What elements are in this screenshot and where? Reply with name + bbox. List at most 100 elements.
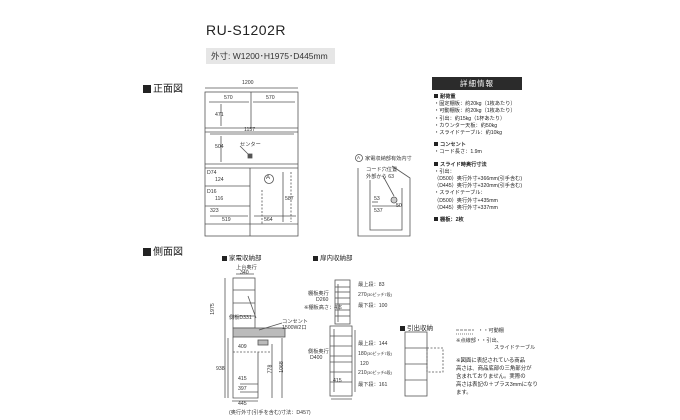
info-group: 棚板：2枚 <box>434 217 554 224</box>
info-line: ・可動棚板：約20kg（1枚あたり） <box>434 108 516 115</box>
legend-slide: スライドテーブル <box>494 345 536 351</box>
dim-116: 116 <box>215 196 224 202</box>
square-bullet-icon <box>222 256 227 261</box>
door-lower-outline <box>329 325 353 397</box>
top-depth-title: 上台奥行 <box>236 265 257 271</box>
drawer-storage-label: 引出収納 <box>407 325 433 332</box>
square-bullet-icon <box>434 94 438 98</box>
dim-564: 564 <box>264 217 273 223</box>
dim-519: 519 <box>222 217 231 223</box>
dim-d74: D74 <box>207 170 217 176</box>
door-storage-label: 扉内収納部 <box>320 255 353 262</box>
outlet-label: コンセント <box>282 319 308 325</box>
top-depth: 340 <box>240 270 249 276</box>
info-group: 耐荷重 ・固定棚板：約20kg（1枚あたり） ・可動棚板：約20kg（1枚あたり… <box>434 94 554 137</box>
info-heading: スライド時奥行寸法 <box>440 161 487 168</box>
info-line: ・カウンター天板：約50kg <box>434 122 498 129</box>
dim-397: 397 <box>238 386 247 392</box>
dim-mid-height: 504 <box>215 144 224 150</box>
square-bullet-icon <box>313 256 318 261</box>
note-line: 高さは表記の＋プラス3mmになり <box>456 382 538 388</box>
dim-top-left: 570 <box>224 95 233 101</box>
dim-587: 587 <box>285 196 294 202</box>
detail-line1: コード穴位置 <box>366 167 398 173</box>
door-pitch3: 210(30ピッチ6段) <box>358 370 392 376</box>
model-title: RU-S1202R <box>206 22 286 38</box>
door-panel-value: D400 <box>310 355 323 361</box>
dim-total-width: 1200 <box>242 80 254 86</box>
door-415: 415 <box>333 378 342 384</box>
door-pitch3-value: 210 <box>358 370 367 376</box>
appliance-label: 家電収納部 <box>229 255 262 262</box>
door-pitch-value: 270 <box>358 292 367 298</box>
info-line: ・引出： <box>434 168 455 175</box>
detail-53: 53 <box>374 196 380 202</box>
panel-depth: 側板D331 <box>229 315 252 321</box>
square-bullet-icon <box>400 326 405 331</box>
side-view-label: 側面図 <box>153 247 183 258</box>
square-bullet-icon <box>434 161 438 166</box>
dim-124: 124 <box>215 177 224 183</box>
drawer-storage-heading: 引出収納 <box>400 322 433 332</box>
dim-778: 778 <box>267 364 274 374</box>
side-view-heading: 側面図 <box>143 243 183 258</box>
detail-marker: A <box>357 155 361 160</box>
marker-a: A <box>266 175 271 181</box>
legend-movable: ・・可動棚 <box>478 328 504 334</box>
note-line: ※図面に表記されている商品 <box>456 358 526 364</box>
info-panel-title: 詳細情報 <box>432 77 522 90</box>
door-pitch: 270(30ピッチ7段) <box>358 292 392 298</box>
square-bullet-icon <box>143 248 151 256</box>
info-line: ・スライドテーブル： <box>434 190 486 197</box>
door-bottom2: 最下段：161 <box>358 382 388 388</box>
dim-top-right: 570 <box>266 95 275 101</box>
info-group: コンセント ・コード長さ：1.9m <box>434 142 554 156</box>
dim-120: 120 <box>360 361 369 367</box>
info-line: （D445）奥行外寸+320mm(引手含む) <box>434 183 523 190</box>
detail-marker-circle <box>355 154 363 162</box>
detail-title: 家電収納部有効内寸 <box>365 156 412 162</box>
movable-note: ※棚板高さ：4本 <box>304 305 343 311</box>
door-pitch-note: (30ピッチ7段) <box>366 292 392 297</box>
detail-50: 50 <box>396 203 402 209</box>
info-line: （D500）奥行外寸+366mm(引手含む) <box>434 176 523 183</box>
info-heading: コンセント <box>440 142 466 149</box>
dim-938: 938 <box>216 366 225 372</box>
shelf-depth-title: 棚板奥行 <box>308 291 329 297</box>
center-label: センター <box>240 142 261 148</box>
door-upper-outline <box>334 279 351 325</box>
info-line: ・コード長さ：1.9m <box>434 149 482 156</box>
legend-dotted: ※点線部・・引出、 <box>456 338 502 344</box>
front-view-heading: 正面図 <box>143 80 183 95</box>
door-top2: 最上段：144 <box>358 341 388 347</box>
info-line: （D445）奥行外寸+337mm <box>434 204 498 211</box>
dim-upper-height: 471 <box>215 112 224 118</box>
door-panel-title: 側板奥行 <box>308 349 329 355</box>
dim-445: 445 <box>238 401 247 407</box>
door-storage-heading: 扉内収納部 <box>313 252 353 262</box>
info-line: ・引出：約15kg（1杯あたり） <box>434 115 506 122</box>
appliance-heading: 家電収納部 <box>222 252 262 262</box>
dim-323: 323 <box>210 208 219 214</box>
info-panel: 耐荷重 ・固定棚板：約20kg（1枚あたり） ・可動棚板：約20kg（1枚あたり… <box>434 94 554 224</box>
info-group: スライド時奥行寸法 ・引出： （D500）奥行外寸+366mm(引手含む) （D… <box>434 161 554 212</box>
info-line: （D500）奥行外寸+435mm <box>434 197 498 204</box>
dimensions-badge: 外寸: W1200･H1975･D445mm <box>206 48 335 64</box>
shelf-depth-value: D260 <box>316 297 329 303</box>
front-view-label: 正面図 <box>153 84 183 95</box>
note-line: ます。 <box>456 390 472 396</box>
info-line: ・固定棚板：約20kg（1枚あたり） <box>434 101 516 108</box>
door-pitch3-note: (30ピッチ6段) <box>366 370 392 375</box>
note-line: 高さは、商品底部の三角部分が <box>456 366 532 372</box>
note-line: 含まれておりません。実際の <box>456 374 526 380</box>
door-bottom: 最下段：100 <box>358 303 388 309</box>
door-top: 最上段：83 <box>358 282 385 288</box>
door-pitch2-value: 180 <box>358 351 367 357</box>
outlet-spec: 1500W2口 <box>282 325 307 331</box>
dim-counter-width: 1157 <box>244 127 256 133</box>
dim-1068: 1068 <box>278 361 285 373</box>
marker-a-circle <box>264 174 274 184</box>
square-bullet-icon <box>143 85 151 93</box>
detail-537: 537 <box>374 208 383 214</box>
